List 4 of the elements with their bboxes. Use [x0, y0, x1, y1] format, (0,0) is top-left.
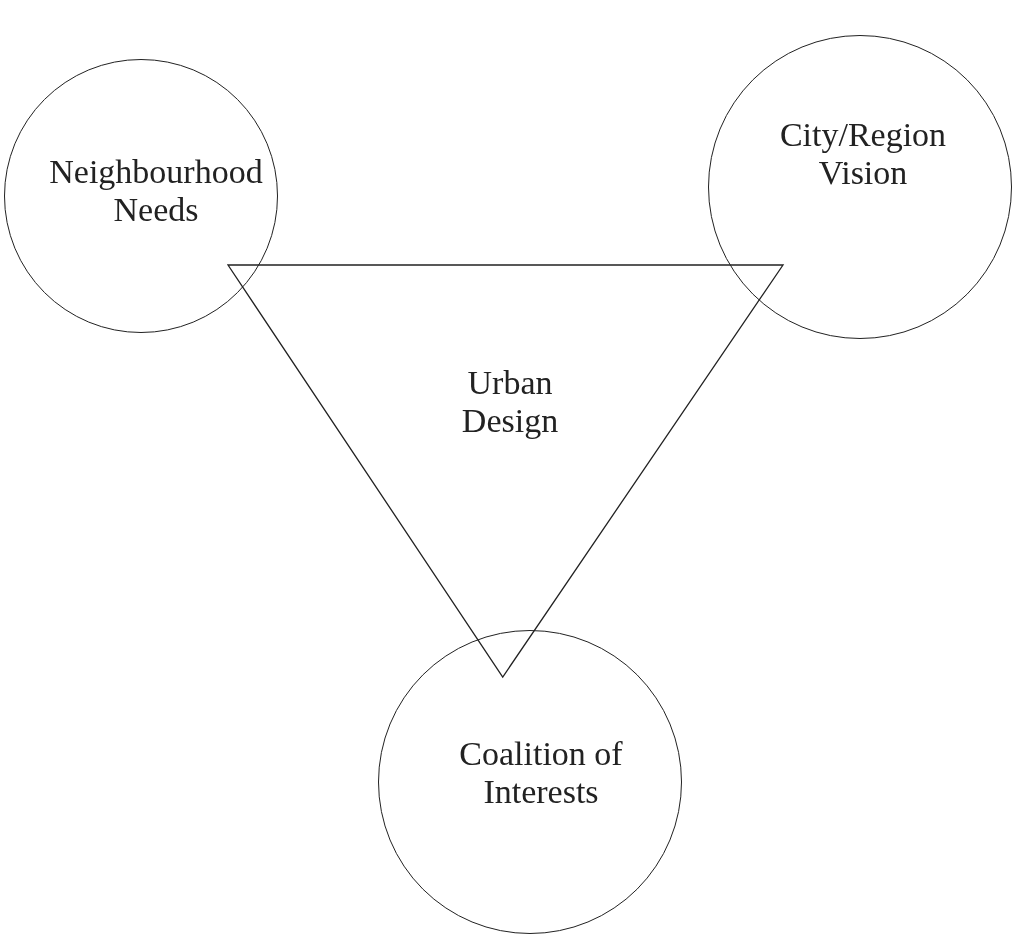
node-label: Neighbourhood Needs	[48, 152, 264, 230]
node-label: City/Region Vision	[778, 115, 948, 193]
node-label: Coalition of Interests	[458, 734, 624, 812]
node-label: Urban Design	[460, 363, 560, 441]
